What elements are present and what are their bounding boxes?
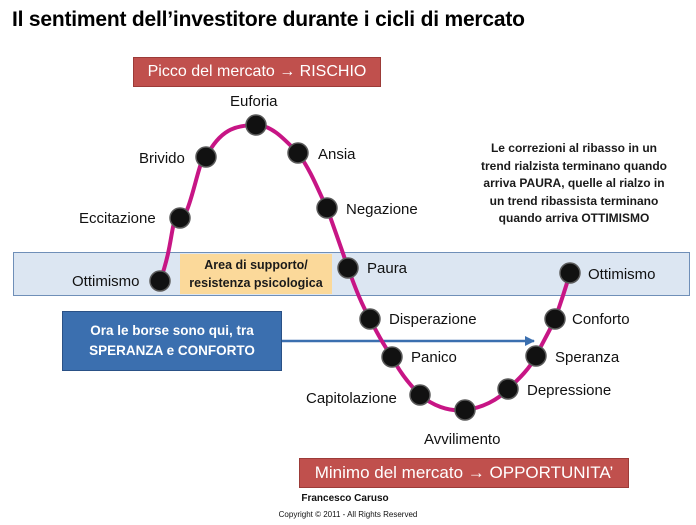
stage-dot-0 — [149, 270, 171, 292]
note-line-1: Le correzioni al ribasso in un — [490, 141, 658, 155]
page-title: Il sentiment dell’investitore durante i … — [12, 8, 525, 31]
stage-dots — [149, 114, 581, 421]
support-line-1: Area di supporto/ — [204, 258, 308, 272]
stage-labels: Ottimismo Eccitazione Brivido EuforiaAnsiaN… — [72, 93, 656, 448]
stage-label-0: Ottimismo — [72, 273, 140, 290]
stage-dot-12 — [525, 345, 547, 367]
correction-note: Le correzioni al ribasso in un trend ria… — [468, 140, 680, 228]
note-line-2: trend rialzista terminano quando — [480, 158, 668, 173]
stage-label-13: Conforto — [572, 311, 630, 328]
stage-dot-1 — [169, 207, 191, 229]
stage-label-3: Euforia — [230, 93, 278, 110]
note-line-5: quando arriva OTTIMISMO — [498, 211, 650, 225]
stage-label-14: Ottimismo — [588, 266, 656, 283]
support-line-2: resistenza psicologica — [189, 276, 323, 290]
stage-label-6: Paura — [367, 260, 408, 277]
stage-label-9: Capitolazione — [306, 390, 397, 407]
stage-dot-10 — [454, 399, 476, 421]
stage-label-1: Eccitazione — [79, 210, 156, 227]
stage-dot-6 — [337, 257, 359, 279]
stage-dot-5 — [316, 197, 338, 219]
stage-dot-8 — [381, 346, 403, 368]
stage-label-7: Disperazione — [389, 311, 477, 328]
stage-label-12: Speranza — [555, 349, 620, 366]
copyright-notice: Copyright © 2011 - All Rights Reserved — [278, 510, 418, 519]
stage-dot-2 — [195, 146, 217, 168]
callout-line-1: Ora le borse sono qui, tra — [90, 323, 254, 338]
stage-dot-7 — [359, 308, 381, 330]
stage-label-2: Brivido — [139, 150, 185, 167]
author-name: Francesco Caruso — [301, 493, 389, 504]
stage-dot-3 — [245, 114, 267, 136]
note-line-3: arriva PAURA, quelle al rialzo in — [483, 176, 665, 190]
stage-dot-4 — [287, 142, 309, 164]
support-resistance-box: Area di supporto/ resistenza psicologica — [180, 254, 332, 294]
stage-dot-13 — [544, 308, 566, 330]
callout-line-2: SPERANZA e CONFORTO — [89, 343, 255, 358]
market-peak-banner: Picco del mercato → RISCHIO — [133, 57, 381, 87]
current-position-callout: Ora le borse sono qui, tra SPERANZA e CO… — [62, 311, 282, 371]
stage-dot-9 — [409, 384, 431, 406]
market-bottom-banner: Minimo del mercato → OPPORTUNITA’ — [299, 458, 629, 488]
note-line-4: un trend ribassista terminano — [489, 193, 659, 208]
stage-label-10: Avvilimento — [424, 431, 500, 448]
stage-label-8: Panico — [411, 349, 457, 366]
stage-dot-11 — [497, 378, 519, 400]
stage-label-4: Ansia — [318, 146, 356, 163]
author-credit: Francesco Caruso — [0, 493, 696, 504]
stage-label-5: Negazione — [346, 201, 418, 218]
stage-dot-14 — [559, 262, 581, 284]
stage-label-11: Depressione — [527, 382, 611, 399]
